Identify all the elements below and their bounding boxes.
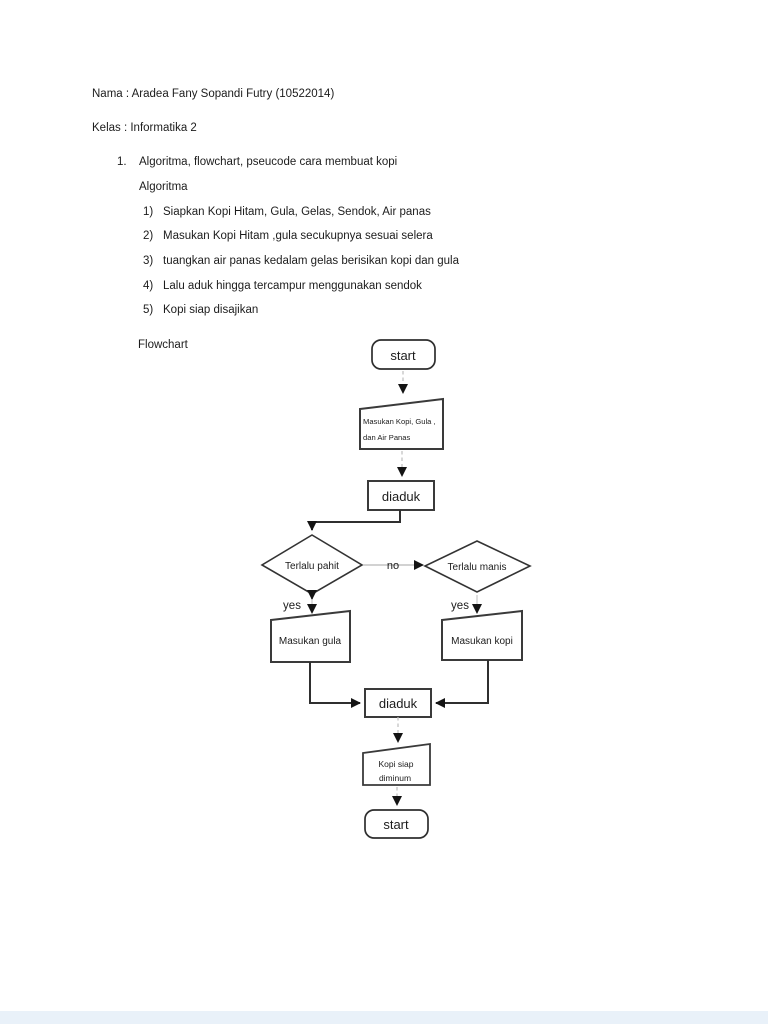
algorithm-step: 5) Kopi siap disajikan bbox=[143, 304, 258, 316]
list-item-number: 1. bbox=[117, 156, 127, 168]
action-right-label: Masukan kopi bbox=[451, 636, 513, 647]
step-number: 4) bbox=[143, 280, 154, 292]
step-number: 2) bbox=[143, 230, 154, 242]
process1-node bbox=[367, 480, 435, 511]
action-right-node bbox=[441, 609, 523, 661]
decision-left-label: Terlalu pahit bbox=[285, 561, 339, 572]
output-node bbox=[362, 742, 431, 786]
process2-label: diaduk bbox=[379, 696, 418, 711]
algorithm-step: 4) Lalu aduk hingga tercampur menggunaka… bbox=[143, 280, 422, 292]
algorithm-step: 3) tuangkan air panas kedalam gelas beri… bbox=[143, 255, 459, 267]
edge-yes-left-label: yes bbox=[283, 600, 301, 612]
connector-left-to-process2 bbox=[309, 662, 361, 708]
step-text: Siapkan Kopi Hitam, Gula, Gelas, Sendok,… bbox=[163, 206, 431, 218]
input-node-label-line1: Masukan Kopi, Gula , bbox=[363, 417, 436, 426]
input-node bbox=[359, 397, 444, 450]
edge-yes-right-label: yes bbox=[451, 600, 469, 612]
student-name-line: Nama : Aradea Fany Sopandi Futry (105220… bbox=[92, 88, 335, 100]
edge-no-label: no bbox=[387, 560, 399, 572]
list-item-title: Algoritma, flowchart, pseucode cara memb… bbox=[139, 156, 398, 168]
action-left-node bbox=[270, 609, 351, 663]
step-text: Kopi siap disajikan bbox=[163, 304, 259, 316]
decision-right-node bbox=[423, 540, 532, 593]
algoritma-heading: Algoritma bbox=[139, 181, 188, 193]
output-label-line2: diminum bbox=[379, 773, 411, 783]
step-text: Lalu aduk hingga tercampur menggunakan s… bbox=[163, 280, 422, 292]
connector-right-to-process2 bbox=[435, 660, 489, 708]
output-label-line1: Kopi siap bbox=[379, 759, 414, 769]
action-left-label: Masukan gula bbox=[279, 636, 342, 647]
process1-label: diaduk bbox=[382, 489, 421, 504]
list-item-1: 1. Algoritma, flowchart, pseucode cara m… bbox=[117, 156, 397, 168]
input-node-label-line2: dan Air Panas bbox=[363, 433, 410, 442]
connector-process1-to-decision bbox=[307, 510, 401, 531]
decision-right-label: Terlalu manis bbox=[448, 562, 507, 573]
start-bottom-label: start bbox=[383, 817, 409, 832]
class-line: Kelas : Informatika 2 bbox=[92, 122, 197, 134]
step-number: 1) bbox=[143, 206, 154, 218]
start-top-node bbox=[371, 339, 436, 370]
step-text: tuangkan air panas kedalam gelas berisik… bbox=[163, 255, 460, 267]
start-top-label: start bbox=[390, 348, 416, 363]
start-bottom-node bbox=[364, 809, 429, 839]
algorithm-step: 1) Siapkan Kopi Hitam, Gula, Gelas, Send… bbox=[143, 206, 431, 218]
step-number: 3) bbox=[143, 255, 154, 267]
step-number: 5) bbox=[143, 304, 154, 316]
algorithm-step: 2) Masukan Kopi Hitam ,gula secukupnya s… bbox=[143, 230, 433, 242]
flowchart-heading: Flowchart bbox=[138, 339, 188, 351]
page-bottom-strip bbox=[0, 1011, 768, 1024]
step-text: Masukan Kopi Hitam ,gula secukupnya sesu… bbox=[163, 230, 433, 242]
